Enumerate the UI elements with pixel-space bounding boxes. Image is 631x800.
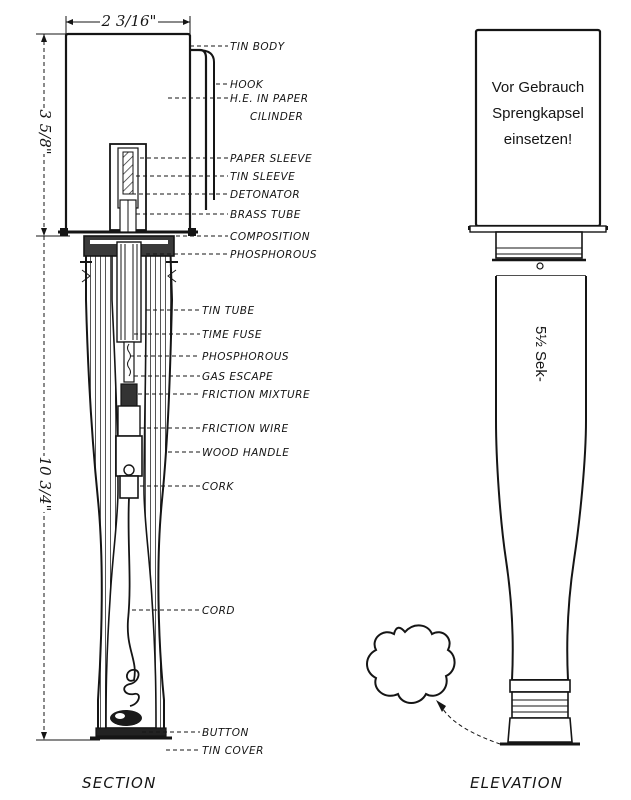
section-labels: TIN BODY HOOK H.E. IN PAPER CILINDER PAP… <box>202 41 317 757</box>
dimension-head-height-label: 3 5/8" <box>36 109 54 154</box>
label-cord: CORD <box>202 605 235 617</box>
hook <box>190 48 215 210</box>
caption-section: SECTION <box>82 774 157 792</box>
label-cork: CORK <box>202 481 234 493</box>
label-he-cylinder: CILINDER <box>250 111 303 123</box>
label-composition: COMPOSITION <box>230 231 310 243</box>
handle-stamp: 5½ Sek- <box>532 326 549 382</box>
label-gas-escape: GAS ESCAPE <box>202 371 273 383</box>
label-paper-sleeve: PAPER SLEEVE <box>230 153 312 165</box>
label-he-paper: H.E. IN PAPER <box>230 93 309 105</box>
fuse-internals <box>115 241 143 499</box>
label-button: BUTTON <box>202 727 249 739</box>
label-hook: HOOK <box>230 79 264 91</box>
button <box>110 710 142 726</box>
label-time-fuse: TIME FUSE <box>202 329 262 341</box>
leader-lines <box>130 45 228 751</box>
label-friction-mixture: FRICTION MIXTURE <box>202 389 310 401</box>
head-stamp-line1: Vor Gebrauch <box>492 79 585 96</box>
label-wood-handle: WOOD HANDLE <box>202 447 289 459</box>
elevation-handle: 5½ Sek- <box>492 231 587 746</box>
dimension-handle-length-label: 10 3/4" <box>36 457 54 512</box>
label-tin-cover: TIN COVER <box>202 745 264 757</box>
label-tin-sleeve: TIN SLEEVE <box>230 171 295 183</box>
label-phosphorous-mid: PHOSPHOROUS <box>202 351 289 363</box>
cap-outline <box>366 624 501 745</box>
elevation-view: Vor Gebrauch Sprengkapsel einsetzen! 5½ … <box>366 28 608 792</box>
dimension-width: 2 3/16" <box>65 12 191 34</box>
label-tin-tube: TIN TUBE <box>202 305 255 317</box>
detonator-assembly <box>109 143 147 233</box>
label-tin-body: TIN BODY <box>230 41 286 53</box>
section-view: 2 3/16" 3 5/8" 10 3/4" <box>32 12 317 792</box>
label-brass-tube: BRASS TUBE <box>230 209 301 221</box>
label-detonator: DETONATOR <box>230 189 300 201</box>
label-phosphorous-top: PHOSPHOROUS <box>230 249 317 261</box>
dimension-head-height: 3 5/8" <box>32 33 70 237</box>
elevation-head: Vor Gebrauch Sprengkapsel einsetzen! <box>468 28 608 233</box>
pull-cord <box>123 497 140 707</box>
dimension-handle-length: 10 3/4" <box>32 236 100 741</box>
dimension-width-label: 2 3/16" <box>101 12 157 30</box>
label-friction-wire: FRICTION WIRE <box>202 423 289 435</box>
caption-elevation: ELEVATION <box>470 774 563 792</box>
head-stamp-line2: Sprengkapsel <box>492 105 584 122</box>
head-stamp-line3: einsetzen! <box>504 131 572 148</box>
